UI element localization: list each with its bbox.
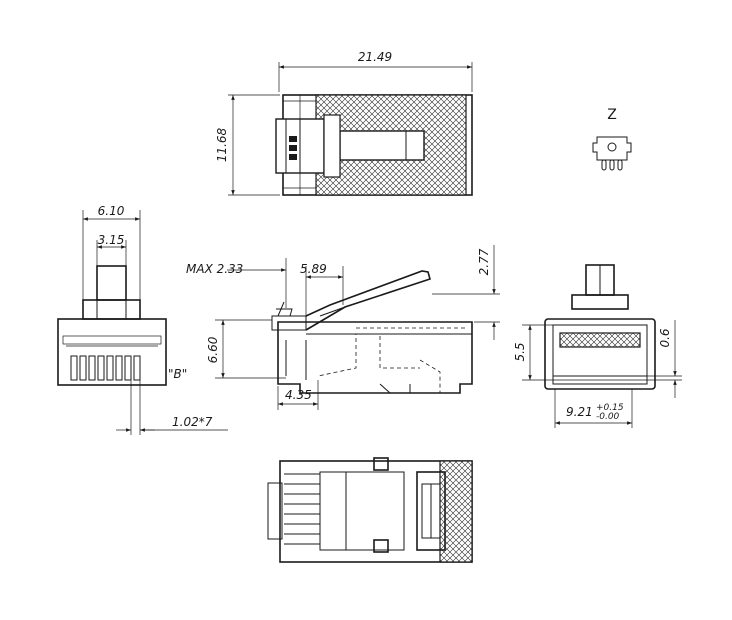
bottom-view: [267, 457, 473, 563]
dim-top-length: 21.49: [358, 50, 392, 64]
top-view-latch-window: [339, 130, 425, 161]
front-view-body: [57, 318, 167, 386]
bottom-view-contacts: [284, 473, 320, 545]
detail-z-shape: [592, 136, 632, 161]
dim-end-tol-minus: -0.00: [596, 412, 620, 422]
detail-z-label: Z: [607, 107, 617, 123]
side-view-latch-arm: [305, 270, 431, 331]
top-view: 21.49 11.68: [215, 50, 473, 196]
dim-top-height: 11.68: [215, 127, 229, 162]
dim-end-06: 0.6: [658, 328, 672, 347]
side-view: MAX 2.33 5.89 2.77 6.60 4.35: [186, 245, 500, 410]
dim-side-589: 5.89: [300, 262, 327, 276]
dim-side-277: 2.77: [477, 248, 491, 275]
dim-side-max: MAX 2.33: [186, 262, 243, 276]
dim-side-660: 6.60: [206, 336, 220, 363]
detail-z: Z: [592, 107, 632, 171]
dim-end-width: 9.21: [566, 405, 593, 419]
end-view-body: [544, 318, 656, 390]
dim-end-tol-plus: +0.15: [596, 403, 624, 413]
end-view: 5.5 0.6 9.21 +0.15 -0.00: [513, 264, 682, 428]
front-view-latch: [96, 265, 127, 301]
dim-end-55: 5.5: [513, 342, 527, 361]
front-view-contacts: [70, 355, 141, 381]
dim-front-width: 6.10: [98, 204, 125, 218]
front-label-b: "B": [168, 367, 187, 381]
dim-front-pitch: 1.02*7: [172, 415, 213, 429]
front-view: 6.10 3.15 "B" 1.02*7: [57, 204, 228, 435]
dim-side-435: 4.35: [285, 388, 312, 402]
dim-front-inner: 3.15: [98, 233, 125, 247]
side-view-body: [277, 321, 473, 394]
